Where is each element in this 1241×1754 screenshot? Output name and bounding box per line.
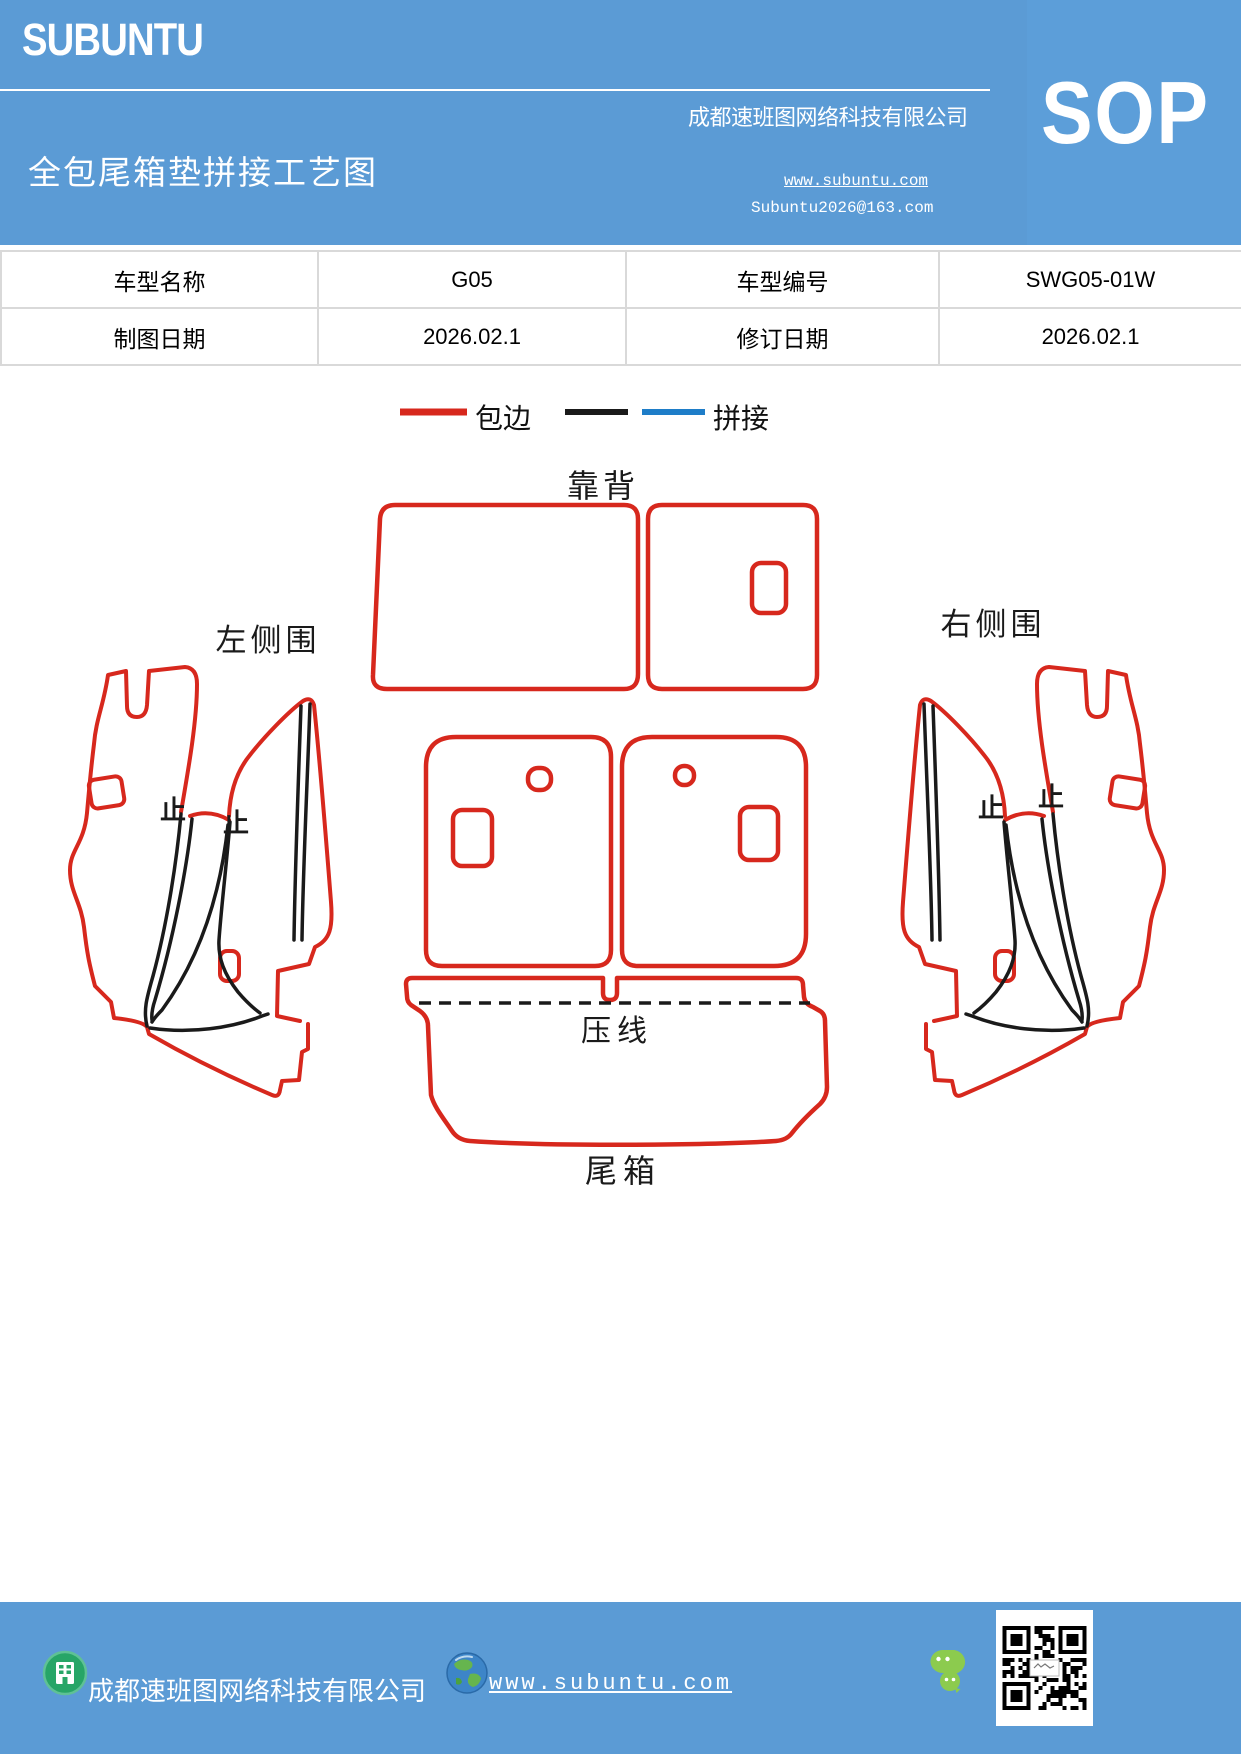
stop-mark-label: 止 [978, 793, 1004, 823]
legend-stitch-label: 拼接 [713, 403, 769, 434]
backrest-left-outline [370, 502, 641, 692]
drawing-date-label: 制图日期 [0, 307, 319, 366]
model-code-label: 车型编号 [625, 250, 940, 309]
qr-center-logo [1033, 1663, 1055, 1669]
globe-icon [446, 1652, 488, 1694]
revision-date-value: 2026.02.1 [938, 307, 1241, 366]
model-name-label: 车型名称 [0, 250, 319, 309]
backrest-right-outline [645, 502, 820, 692]
seat-right-hole [737, 804, 781, 863]
stop-mark-label: 止 [1038, 782, 1064, 812]
table-row: 制图日期 2026.02.1 修订日期 2026.02.1 [0, 307, 1241, 366]
trunk-outline [403, 975, 830, 1148]
right-side-group [900, 665, 1166, 1098]
wechat-icon [930, 1650, 966, 1693]
seat-right-outline [619, 734, 809, 969]
stop-mark-label: 止 [160, 795, 186, 825]
press-line-label: 压线 [581, 1015, 653, 1048]
seat-left-hole [450, 807, 495, 869]
header-email: Subuntu2026@163.com [751, 199, 934, 217]
trunk-label: 尾箱 [585, 1153, 661, 1189]
vehicle-info-table: 车型名称 G05 车型编号 SWG05-01W 制图日期 2026.02.1 修… [0, 250, 1241, 366]
footer-company-name: 成都速班图网络科技有限公司 [88, 1677, 427, 1706]
header-website-link[interactable]: www.subuntu.com [784, 172, 929, 190]
header-divider [0, 89, 990, 91]
model-name-value: G05 [317, 250, 627, 309]
qr-code [996, 1610, 1093, 1726]
legend-edge-label: 包边 [475, 403, 531, 434]
backrest-right-hole [749, 560, 789, 616]
drawing-date-value: 2026.02.1 [317, 307, 627, 366]
page-title: 全包尾箱垫拼接工艺图 [28, 156, 378, 192]
right-side-label: 右侧围 [941, 607, 1046, 642]
stop-mark-label: 止 [223, 808, 249, 838]
backrest-label: 靠背 [567, 468, 639, 504]
seat-right-small-hole [672, 763, 697, 788]
revision-date-label: 修订日期 [625, 307, 940, 366]
legend: 包边 拼接 [400, 403, 769, 434]
left-side-label: 左侧围 [216, 623, 321, 658]
table-row: 车型名称 G05 车型编号 SWG05-01W [0, 250, 1241, 309]
building-icon [42, 1650, 88, 1696]
sop-panel [1027, 0, 1241, 245]
brand-logo: SUBUNTU [22, 14, 204, 65]
left-side-group [68, 665, 334, 1098]
seat-left-small-hole [525, 765, 554, 793]
footer-website-link[interactable]: www.subuntu.com [489, 1671, 733, 1696]
model-code-value: SWG05-01W [938, 250, 1241, 309]
header-company-name: 成都速班图网络科技有限公司 [688, 105, 968, 130]
sop-label: SOP [1041, 63, 1210, 162]
seat-left-outline [423, 734, 614, 969]
